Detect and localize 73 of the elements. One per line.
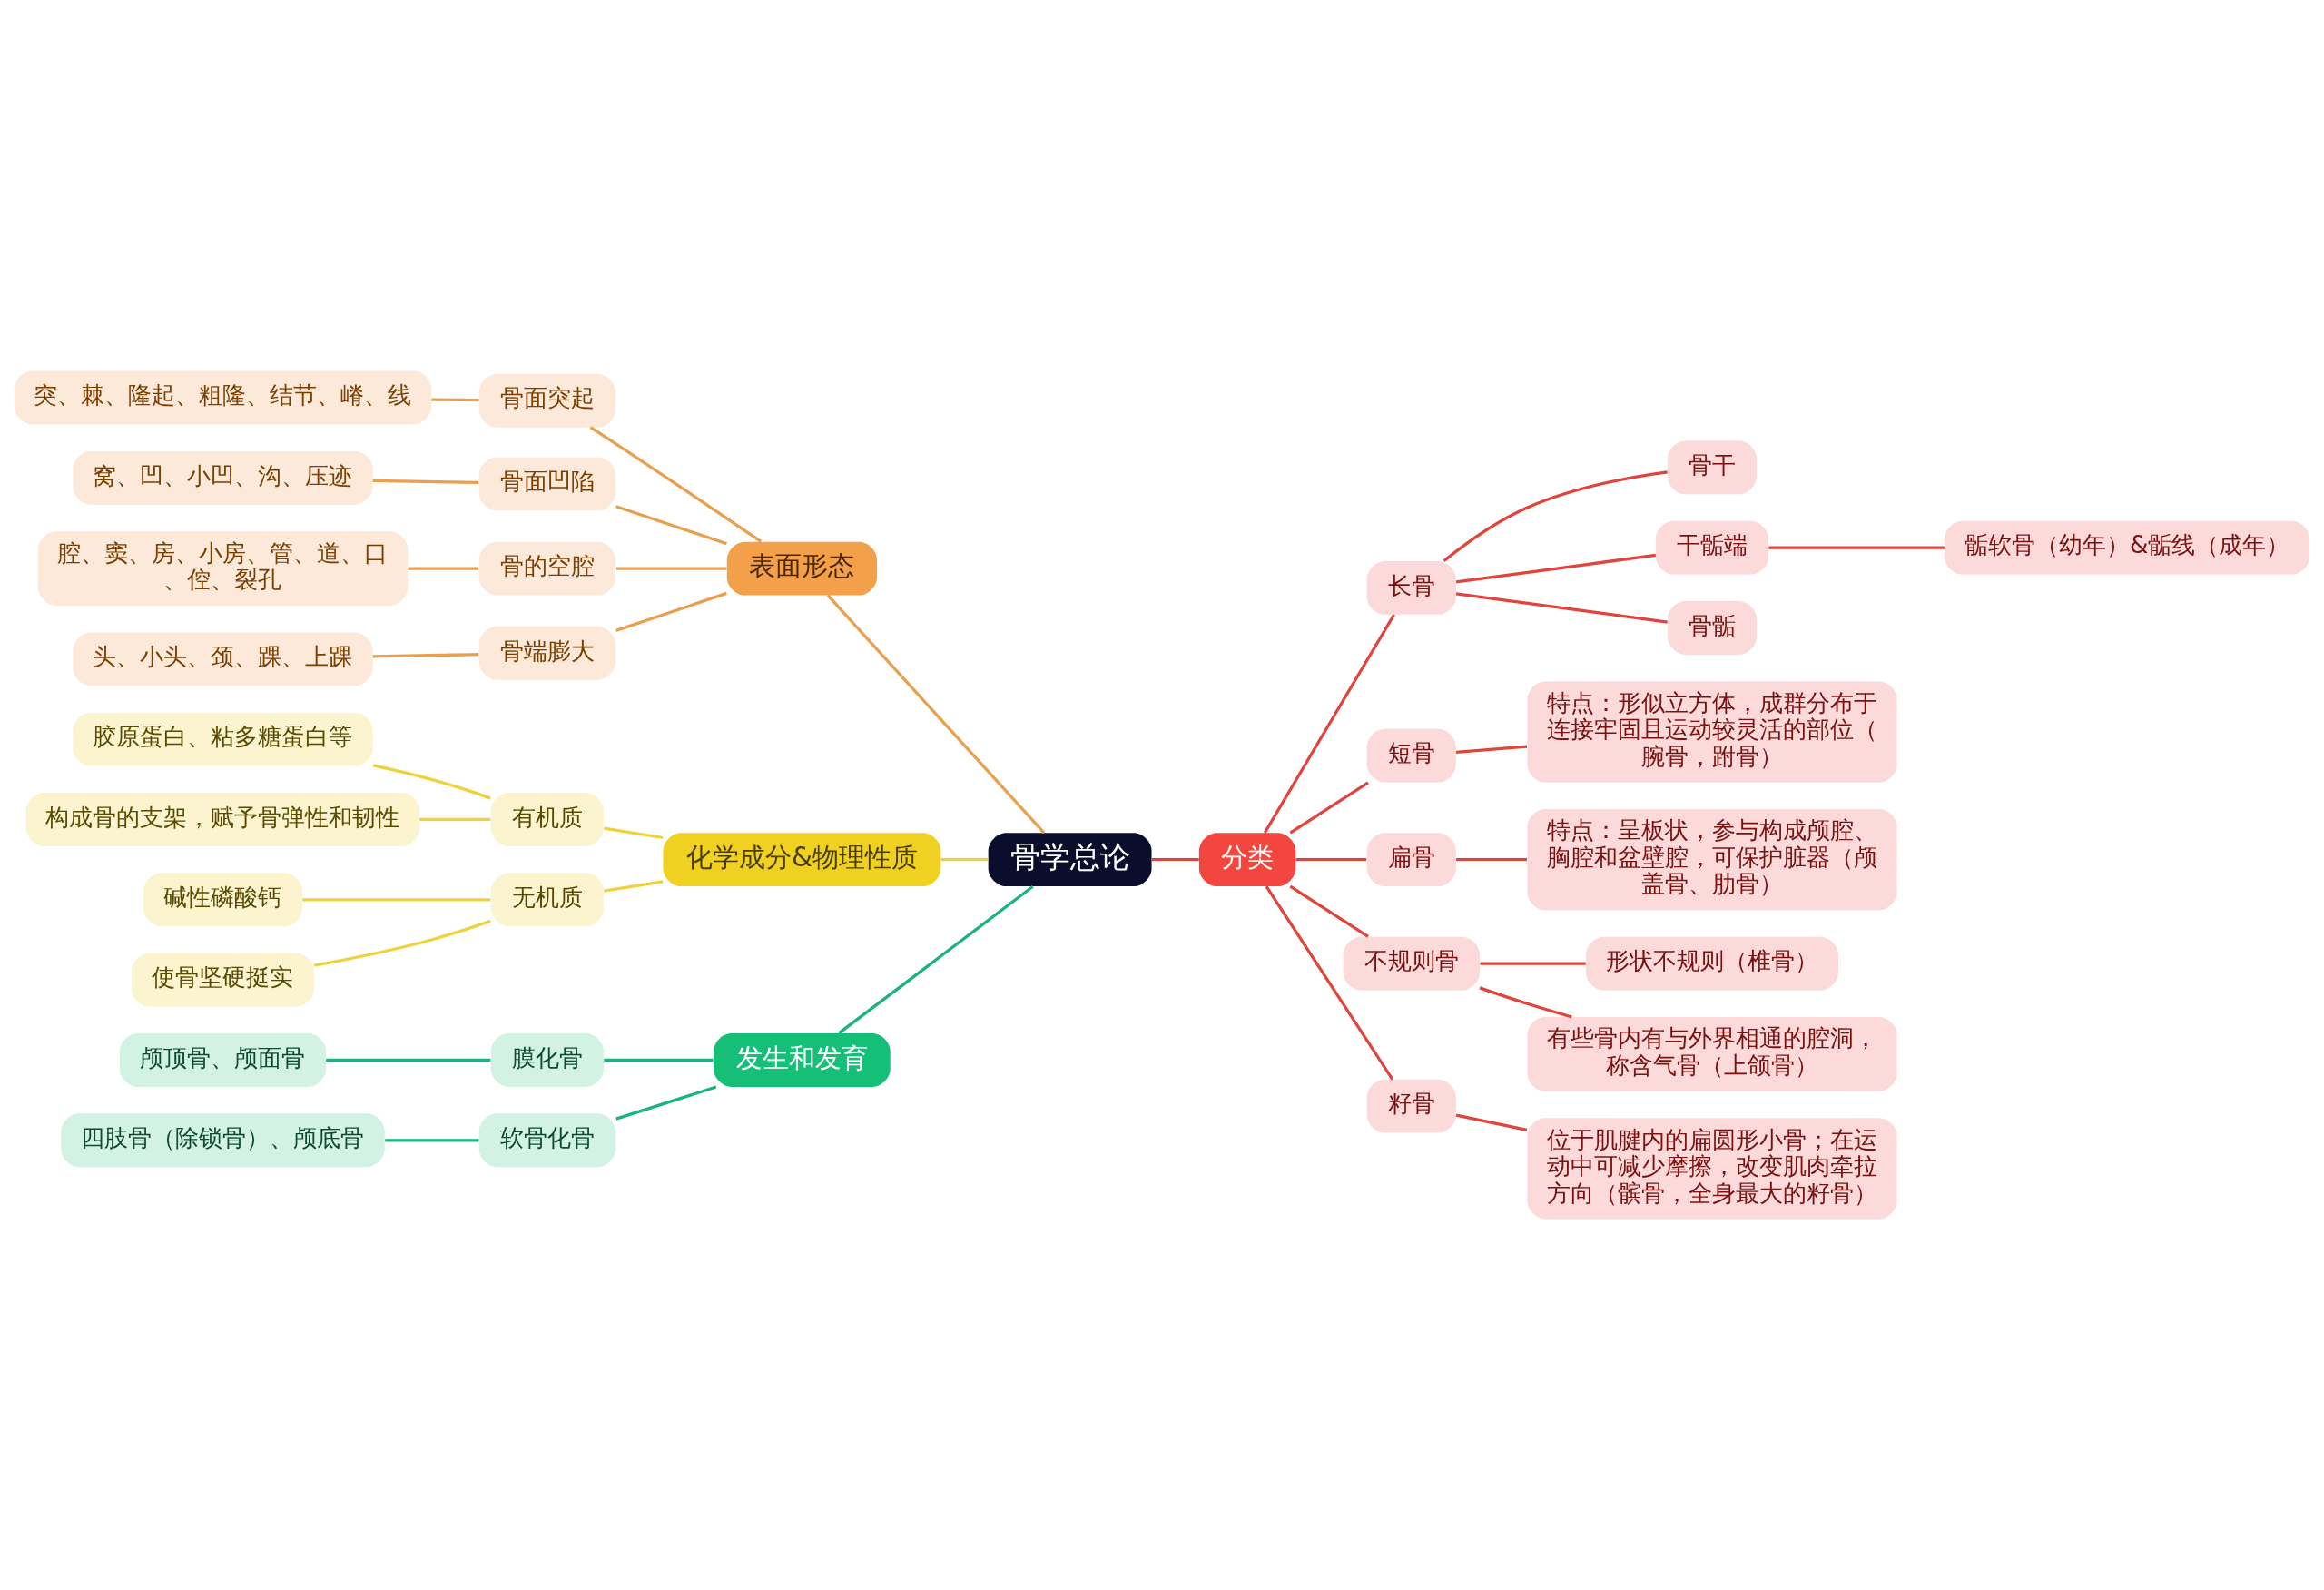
connector: [1455, 1113, 1528, 1132]
connector: [1456, 858, 1527, 862]
node-box: 骨面凹陷: [478, 457, 616, 511]
connector: [1455, 592, 1668, 624]
node-box: 碱性磷酸钙: [143, 873, 302, 927]
node-box: 分类: [1198, 833, 1296, 887]
connector: [431, 398, 479, 402]
connector: [1152, 858, 1199, 862]
connector: [615, 591, 727, 632]
node-box: 骨面突起: [478, 373, 616, 428]
connector: [1479, 986, 1572, 1019]
node-box: 骨骺: [1667, 601, 1758, 655]
connector: [1768, 546, 1945, 549]
node-box: 膜化骨: [490, 1033, 604, 1087]
connector: [372, 764, 491, 800]
connector: [1443, 470, 1668, 563]
node-box: 构成骨的支架，赋予骨弹性和韧性: [25, 793, 420, 846]
node-box: 头、小头、颈、踝、上踝: [73, 632, 373, 686]
connector: [1263, 614, 1395, 834]
connector: [615, 567, 727, 570]
connector: [1295, 858, 1367, 862]
connector: [385, 1139, 479, 1142]
connector: [302, 898, 491, 902]
connector: [1455, 553, 1656, 584]
node-box: 胶原蛋白、粘多糖蛋白等: [73, 712, 373, 766]
node-box: 骨端膨大: [478, 626, 616, 680]
node-box: 特点：形似立方体，成群分布于连接牢固且运动较灵活的部位（腕骨，跗骨）: [1527, 681, 1897, 783]
node-box: 四肢骨（除锁骨）、颅底骨: [61, 1113, 385, 1168]
node-box: 长骨: [1366, 560, 1456, 615]
node-box: 窝、凹、小凹、沟、压迹: [73, 450, 373, 505]
node-box: 腔、窦、房、小房、管、道、口、倥、裂孔: [37, 531, 409, 606]
connector: [615, 505, 727, 546]
node-box: 骨学总论: [988, 833, 1152, 887]
connector: [1455, 745, 1528, 754]
node-box: 干骺端: [1655, 520, 1769, 575]
node-box: 有些骨内有与外界相通的腔洞，称含气骨（上颌骨）: [1527, 1017, 1897, 1091]
connector: [838, 885, 1034, 1034]
connector: [1289, 884, 1369, 938]
node-box: 骨干: [1667, 440, 1758, 495]
node-box: 化学成分&物理性质: [663, 833, 941, 887]
node-box: 形状不规则（椎骨）: [1585, 936, 1838, 991]
connector: [1265, 885, 1394, 1081]
node-box: 使骨坚硬挺实: [131, 953, 315, 1007]
connector: [940, 858, 989, 862]
connector: [1289, 781, 1369, 835]
connector: [1480, 962, 1586, 965]
node-box: 骺软骨（幼年）&骺线（成年）: [1944, 520, 2310, 575]
node-box: 无机质: [490, 873, 604, 927]
node-box: 颅顶骨、颅面骨: [119, 1033, 327, 1087]
node-box: 表面形态: [726, 541, 877, 596]
connector: [326, 1058, 491, 1062]
connector: [419, 817, 491, 822]
connector: [408, 567, 478, 570]
node-box: 扁骨: [1366, 833, 1456, 887]
node-box: 不规则骨: [1343, 936, 1480, 991]
connector: [604, 1058, 714, 1062]
connector: [615, 1085, 717, 1121]
connector: [604, 826, 664, 840]
connector: [372, 479, 479, 485]
node-box: 籽骨: [1366, 1079, 1456, 1133]
node-box: 位于肌腱内的扁圆形小骨；在运动中可减少摩擦，改变肌肉牵拉方向（髌骨，全身最大的籽骨）: [1527, 1118, 1897, 1220]
connector: [372, 653, 479, 658]
connector: [313, 919, 491, 967]
connector: [826, 594, 1046, 835]
node-box: 短骨: [1366, 728, 1456, 783]
node-box: 特点：呈板状，参与构成颅腔、胸腔和盆壁腔，可保护脏器（颅盖骨、肋骨）: [1527, 809, 1897, 911]
connector: [604, 880, 664, 893]
node-box: 有机质: [490, 793, 604, 846]
node-box: 软骨化骨: [478, 1113, 616, 1168]
node-box: 发生和发育: [714, 1033, 891, 1087]
connector: [589, 426, 763, 543]
node-box: 骨的空腔: [478, 541, 616, 596]
node-box: 突、棘、隆起、粗隆、结节、嵴、线: [14, 370, 432, 425]
